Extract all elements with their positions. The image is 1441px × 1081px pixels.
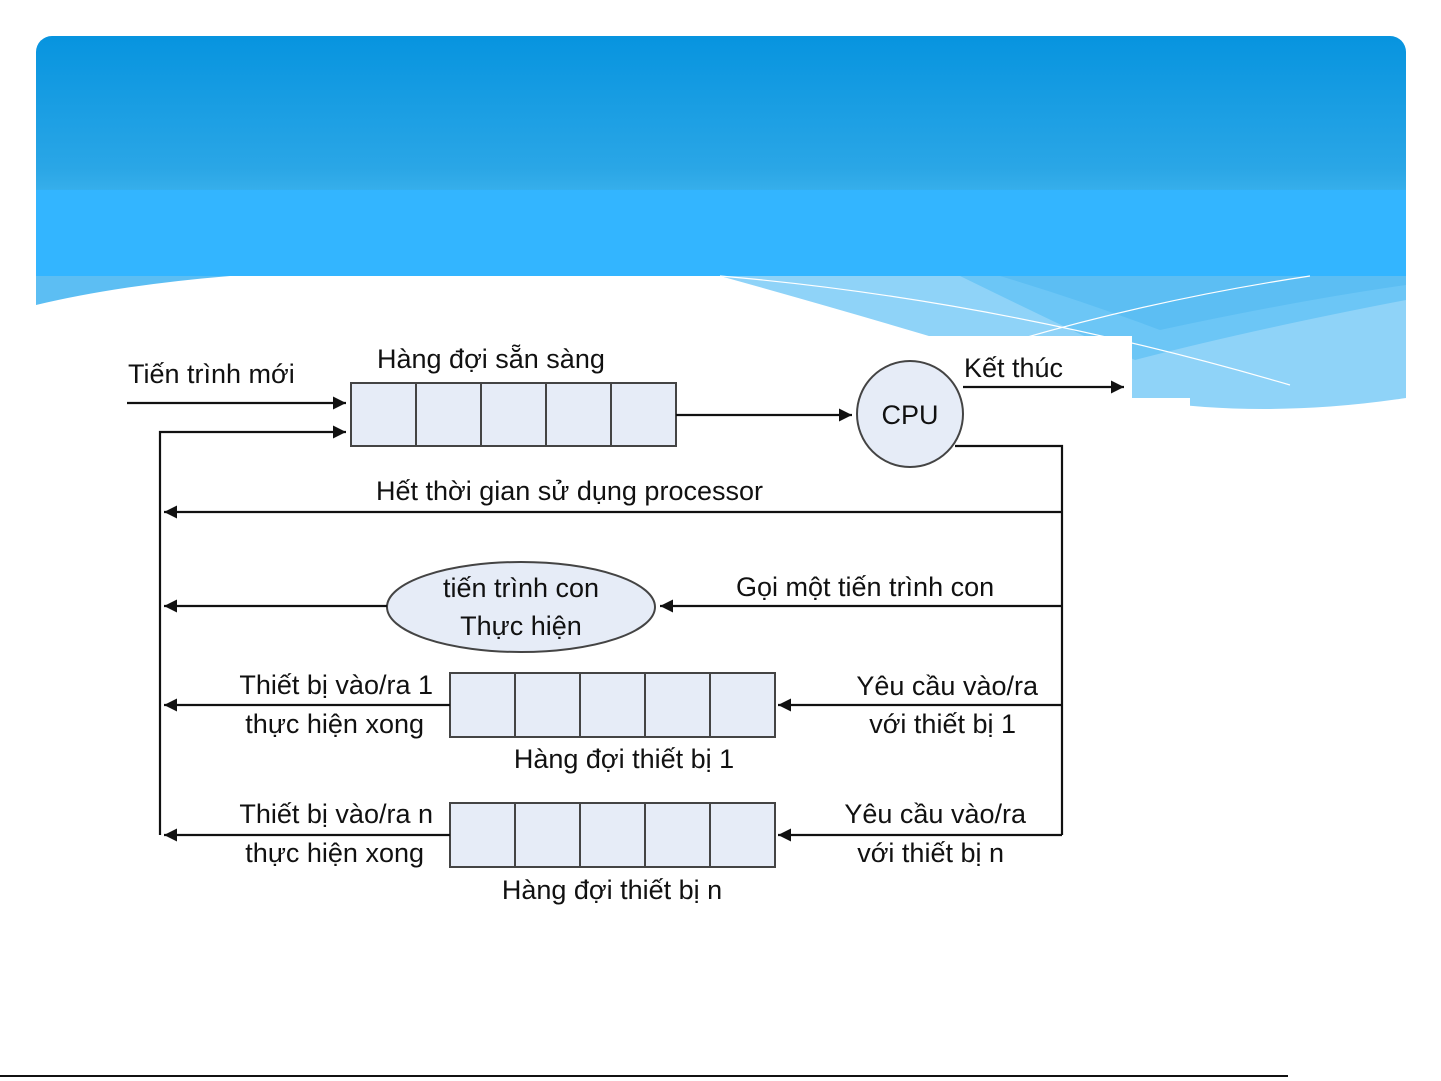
child-node-line2: Thực hiện <box>460 611 582 641</box>
devicen-done-line2: thực hiện xong <box>245 838 424 868</box>
queue-slot <box>449 802 516 868</box>
queue-slot <box>514 802 581 868</box>
devicen-request-line2: với thiết bị n <box>857 838 1004 868</box>
queue-slot <box>610 382 677 447</box>
queue-slot <box>545 382 612 447</box>
devicen-done-line1: Thiết bị vào/ra n <box>239 799 433 829</box>
exit-label: Kết thúc <box>964 353 1063 383</box>
cpu-node <box>856 360 964 468</box>
device1-request-line2: với thiết bị 1 <box>869 709 1016 739</box>
queue-slot <box>644 802 711 868</box>
queue-slot <box>480 382 547 447</box>
queue-slot <box>709 802 776 868</box>
devicen-request-line1: Yêu cầu vào/ra <box>844 799 1027 829</box>
wave-highlight-2 <box>999 275 1311 346</box>
device1-queue <box>449 672 776 738</box>
queue-slot <box>449 672 516 738</box>
device1-request-line1: Yêu cầu vào/ra <box>856 671 1039 701</box>
device1-done-line1: Thiết bị vào/ra 1 <box>239 670 433 700</box>
wave-right-top <box>1000 276 1406 330</box>
queue-slot <box>415 382 482 447</box>
time-slice-label: Hết thời gian sử dụng processor <box>376 476 763 506</box>
devicen-queue <box>449 802 776 868</box>
device1-done-line2: thực hiện xong <box>245 709 424 739</box>
queue-slot <box>644 672 711 738</box>
cpu-label: CPU <box>881 400 938 430</box>
queue-slot <box>579 802 646 868</box>
device1-queue-label: Hàng đợi thiết bị 1 <box>514 744 734 774</box>
header-band-lower <box>36 190 1406 276</box>
child-call-label: Gọi một tiến trình con <box>736 572 994 602</box>
queue-slot <box>350 382 417 447</box>
ready-queue <box>350 382 677 447</box>
child-node-line1: tiến trình con <box>443 573 599 603</box>
return-left-trunk <box>158 425 346 835</box>
wave-left <box>36 276 230 305</box>
queue-slot <box>579 672 646 738</box>
wave-highlight-1 <box>719 275 1291 386</box>
footer-line <box>0 1075 1288 1077</box>
new-process-label: Tiến trình mới <box>128 359 295 389</box>
queue-slot <box>514 672 581 738</box>
ready-queue-label: Hàng đợi sẵn sàng <box>377 343 605 374</box>
header-band <box>36 36 1406 276</box>
queue-slot <box>709 672 776 738</box>
devicen-queue-label: Hàng đợi thiết bị n <box>502 875 722 905</box>
